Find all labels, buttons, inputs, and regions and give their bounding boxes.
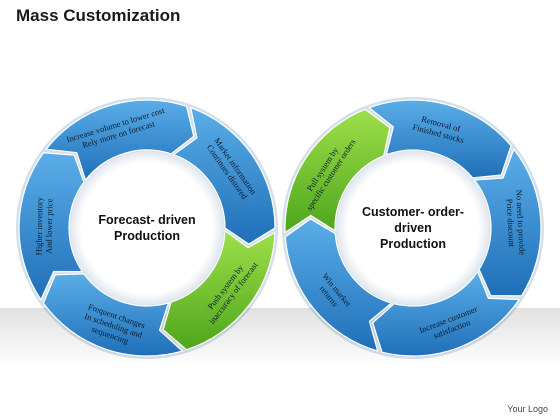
left-center-circle [70,151,224,305]
right-segment-2 [473,147,542,297]
right-segment-2-text: No need to provide [514,189,527,255]
left-segment-1 [172,106,276,245]
left-segment-5 [45,99,195,182]
page-title: Mass Customization [16,6,181,25]
left-segment-4 [18,152,85,301]
right-center-label: driven [394,221,432,235]
left-segment-2 [162,229,276,351]
right-segment-4 [284,218,393,352]
right-center-circle [336,151,490,305]
left-center-label: Production [114,229,180,243]
right-center-label: Production [380,237,446,251]
logo-text: Your Logo [507,404,548,414]
left-center-label: Forecast- driven [98,213,195,227]
right-segment-2-text: Price discount [505,198,518,247]
left-segment-3 [42,273,184,357]
left-segment-4-text: Higher inventory [34,196,45,255]
right-segment-5 [284,108,391,234]
right-segment-3 [372,270,521,357]
left-segment-4-text: And lower price [44,198,55,254]
right-segment-1 [368,99,512,179]
right-center-label: Customer- order- [362,205,464,219]
